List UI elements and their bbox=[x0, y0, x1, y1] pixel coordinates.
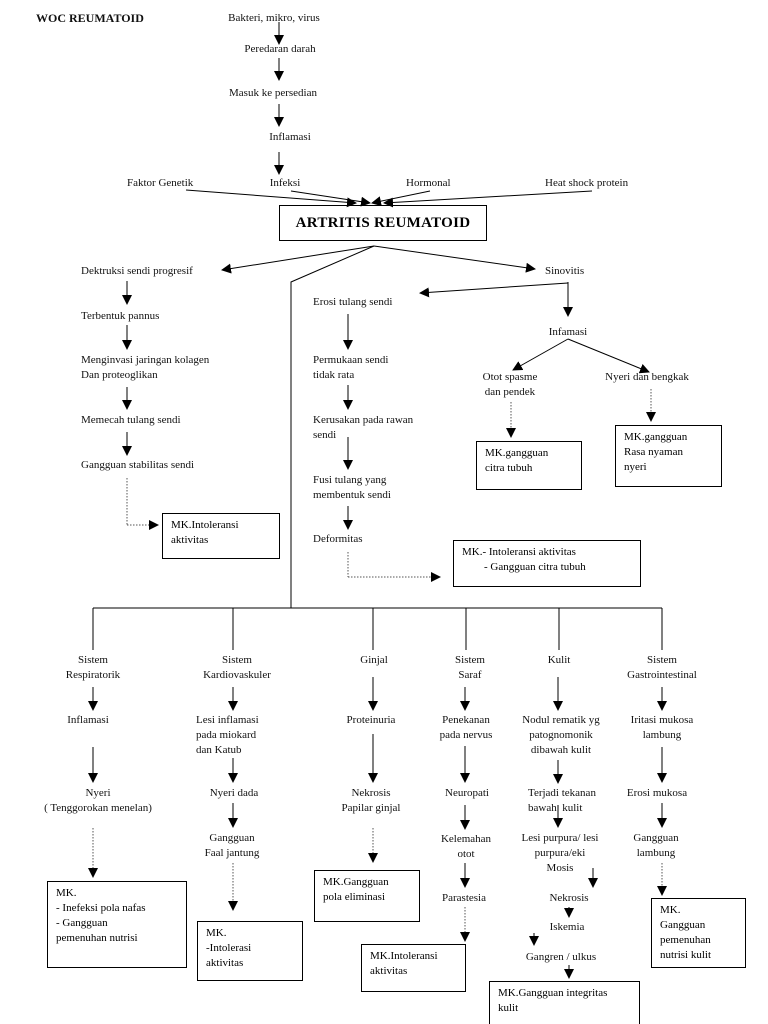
kulit-node-tekanan: Terjadi tekanan bawah kulit bbox=[528, 787, 596, 814]
arrow-hormonal-main bbox=[371, 190, 431, 207]
system-kulit: Kulit bbox=[547, 654, 571, 666]
gi-node-iritasi: Iritasi mukosa lambung bbox=[630, 714, 694, 741]
node-inflamasi: Inflamasi bbox=[269, 131, 311, 143]
ginjal-node-proteinuria: Proteinuria bbox=[346, 714, 396, 726]
kulit-node-purpura: Lesi purpura/ lesi purpura/eki Mosis bbox=[521, 832, 599, 874]
left-node-dektruksi: Dektruksi sendi progresif bbox=[81, 265, 193, 277]
system-gastrointestinal: Sistem Gastrointestinal bbox=[627, 654, 697, 681]
arrow-sinovitis-erosi bbox=[419, 282, 569, 298]
mk-box-saraf: MK.Intoleransi aktivitas bbox=[361, 944, 466, 992]
mid-node-deformitas: Deformitas bbox=[313, 533, 363, 545]
mid-node-kerusakan: Kerusakan pada rawan sendi bbox=[313, 414, 414, 441]
right-node-sinovitis: Sinovitis bbox=[545, 265, 585, 277]
saraf-node-kelemahan: Kelemahan otot bbox=[440, 833, 492, 860]
mk-box-rasa-nyaman: MK.gangguan Rasa nyaman nyeri bbox=[615, 425, 722, 487]
saraf-node-parastesia: Parastesia bbox=[442, 892, 486, 904]
mid-node-permukaan: Permukaan sendi tidak rata bbox=[313, 354, 389, 381]
mk-box-gastrointestinal: MK. Gangguan pemenuhan nutrisi kulit bbox=[651, 898, 746, 968]
mk-box-citra-tubuh: MK.gangguan citra tubuh bbox=[476, 441, 582, 490]
factor-heat-shock: Heat shock protein bbox=[545, 177, 629, 189]
factor-hormonal: Hormonal bbox=[406, 177, 451, 189]
kulit-node-iskemia: Iskemia bbox=[549, 921, 585, 933]
kardio-node-faal-jantung: Gangguan Faal jantung bbox=[204, 832, 260, 859]
system-kardiovaskuler: Sistem Kardiovaskuler bbox=[203, 654, 271, 681]
arrow-infeksi-main bbox=[290, 190, 371, 207]
trunk-main-to-systems bbox=[290, 245, 375, 608]
node-peredaran-darah: Peredaran darah bbox=[244, 43, 316, 55]
system-ginjal: Ginjal bbox=[360, 654, 388, 666]
kulit-node-gangren: Gangren / ulkus bbox=[525, 951, 597, 963]
arrow-heatshock-main bbox=[383, 190, 593, 208]
left-node-stabilitas: Gangguan stabilitas sendi bbox=[81, 459, 195, 471]
mk-box-kulit: MK.Gangguan integritas kulit bbox=[489, 981, 640, 1024]
main-node-label: ARTRITIS REUMATOID bbox=[295, 214, 471, 231]
arrow-infamasi-otot bbox=[512, 338, 569, 371]
right-node-nyeri-bengkak: Nyeri dan bengkak bbox=[605, 371, 689, 383]
arrow-genetik-main bbox=[185, 189, 357, 208]
resp-node-inflamasi: Inflamasi bbox=[67, 714, 109, 726]
system-saraf: Sistem Saraf bbox=[455, 654, 485, 681]
mid-node-fusi: Fusi tulang yang membentuk sendi bbox=[313, 474, 391, 501]
left-node-invasi: Menginvasi jaringan kolagen Dan proteogl… bbox=[81, 354, 210, 381]
ginjal-node-nekrosis: Nekrosis Papilar ginjal bbox=[341, 787, 401, 814]
right-node-otot-spasme: Otot spasme dan pendek bbox=[482, 371, 538, 398]
kardio-node-lesi: Lesi inflamasi pada miokard dan Katub bbox=[196, 714, 259, 756]
mk-box-ginjal: MK.Gangguan pola eliminasi bbox=[314, 870, 420, 922]
mk-box-middle: MK.- Intoleransi aktivitas - Gangguan ci… bbox=[453, 540, 641, 587]
mid-node-erosi: Erosi tulang sendi bbox=[313, 296, 393, 308]
gi-node-gangguan: Gangguan lambung bbox=[633, 832, 679, 859]
kulit-node-nekrosis: Nekrosis bbox=[549, 892, 589, 904]
node-infeksi: Infeksi bbox=[269, 177, 301, 189]
left-node-memecah: Memecah tulang sendi bbox=[81, 414, 181, 426]
mk-box-respiratorik: MK. - Inefeksi pola nafas - Gangguan pem… bbox=[47, 881, 187, 968]
node-masuk-persedian: Masuk ke persedian bbox=[229, 87, 317, 99]
saraf-node-neuropati: Neuropati bbox=[445, 787, 489, 799]
mk-box-kardiovaskuler: MK. -Intolerasi aktivitas bbox=[197, 921, 303, 981]
left-node-pannus: Terbentuk pannus bbox=[81, 310, 160, 322]
system-respiratorik: Sistem Respiratorik bbox=[65, 654, 121, 681]
arrow-main-dektruksi bbox=[221, 245, 375, 274]
kardio-node-nyeri-dada: Nyeri dada bbox=[209, 787, 259, 799]
saraf-node-penekanan: Penekanan pada nervus bbox=[439, 714, 493, 741]
arrow-infamasi-nyeri bbox=[567, 338, 650, 374]
kulit-node-nodul: Nodul rematik yg patognomonik dibawah ku… bbox=[522, 714, 600, 756]
arrow-main-sinovitis bbox=[373, 245, 536, 273]
resp-node-nyeri: Nyeri ( Tenggorokan menelan) bbox=[44, 787, 152, 814]
diagram-title: WOC REUMATOID bbox=[36, 11, 144, 25]
mk-box-left: MK.Intoleransi aktivitas bbox=[162, 513, 280, 559]
gi-node-erosi: Erosi mukosa bbox=[626, 787, 688, 799]
right-node-infamasi: Infamasi bbox=[548, 326, 588, 338]
node-bakteri: Bakteri, mikro, virus bbox=[228, 12, 320, 24]
main-node-artritis: ARTRITIS REUMATOID bbox=[279, 205, 487, 241]
factor-genetik: Faktor Genetik bbox=[127, 177, 194, 189]
